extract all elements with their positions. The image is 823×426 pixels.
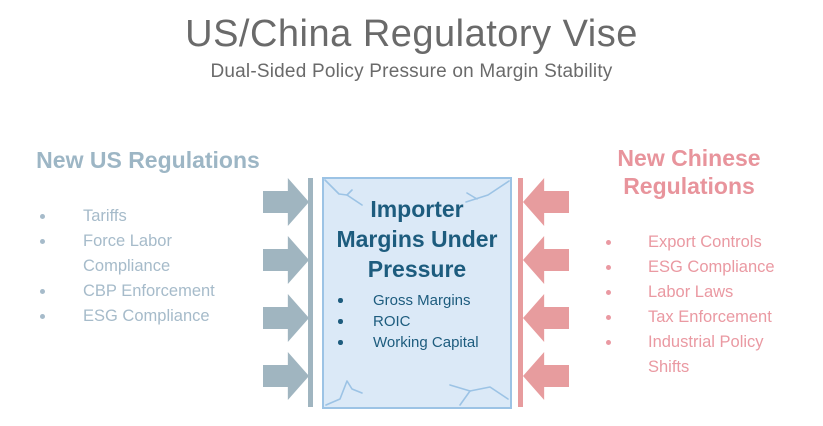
- chinese-regulations-list: Export Controls ESG Compliance Labor Law…: [583, 230, 795, 380]
- list-item: Gross Margins: [324, 290, 510, 311]
- bullet-icon: [606, 315, 611, 321]
- list-item-label: ESG Compliance: [648, 258, 775, 277]
- list-item-label: Working Capital: [373, 334, 479, 351]
- bullet-icon: [40, 239, 45, 245]
- bullet-icon: [338, 319, 343, 324]
- crack-bottom-right-icon: [449, 384, 509, 406]
- us-regulations-heading: New US Regulations: [36, 147, 260, 173]
- bullet-icon: [338, 340, 343, 345]
- list-item-label: Tariffs: [83, 207, 127, 226]
- list-item-label: Force Labor Compliance: [83, 232, 172, 276]
- us-vise-bar: [308, 178, 313, 407]
- list-item: Industrial Policy Shifts: [583, 330, 793, 380]
- list-item: Working Capital: [324, 332, 510, 353]
- cn-pressure-arrow-2: [523, 236, 569, 284]
- cn-pressure-arrow-3: [523, 294, 569, 342]
- box-impact-list: Gross Margins ROIC Working Capital: [324, 290, 510, 353]
- list-item: Labor Laws: [583, 280, 793, 305]
- list-item-label: ROIC: [373, 313, 411, 330]
- list-item-label: Gross Margins: [373, 292, 471, 309]
- cn-vise-bar: [518, 178, 523, 407]
- list-item: ROIC: [324, 311, 510, 332]
- list-item-label: Tax Enforcement: [648, 308, 772, 327]
- slide-header: US/China Regulatory Vise Dual-Sided Poli…: [0, 12, 823, 83]
- list-item-label: Export Controls: [648, 233, 762, 252]
- list-item-label: CBP Enforcement: [83, 282, 215, 301]
- cn-pressure-arrow-4: [523, 352, 569, 400]
- bullet-icon: [606, 290, 611, 296]
- list-item-label: Industrial Policy Shifts: [648, 333, 764, 377]
- list-item: ESG Compliance: [28, 304, 238, 329]
- list-item: Tariffs: [28, 204, 238, 229]
- crack-bottom-left-icon: [325, 380, 363, 406]
- us-pressure-arrow-1: [263, 178, 309, 226]
- bullet-icon: [40, 289, 45, 295]
- list-item: Tax Enforcement: [583, 305, 793, 330]
- us-regulations-list: Tariffs Force Labor Compliance CBP Enfor…: [28, 204, 268, 329]
- bullet-icon: [338, 298, 343, 303]
- box-title: Importer Margins Under Pressure: [336, 196, 498, 282]
- chinese-regulations-heading: New Chinese Regulations: [617, 145, 761, 200]
- list-item: Force Labor Compliance: [28, 229, 238, 279]
- list-item: CBP Enforcement: [28, 279, 238, 304]
- importer-margins-box: Importer Margins Under Pressure Gross Ma…: [322, 177, 512, 409]
- bullet-icon: [606, 240, 611, 246]
- list-item-label: Labor Laws: [648, 283, 734, 302]
- bullet-icon: [40, 214, 45, 220]
- us-pressure-arrow-4: [263, 352, 309, 400]
- page-subtitle: Dual-Sided Policy Pressure on Margin Sta…: [210, 60, 613, 82]
- list-item-label: ESG Compliance: [83, 307, 210, 326]
- bullet-icon: [606, 340, 611, 346]
- chinese-regulations-panel: New Chinese Regulations Export Controls …: [583, 144, 795, 380]
- list-item: ESG Compliance: [583, 255, 793, 280]
- cn-pressure-arrow-1: [523, 178, 569, 226]
- page-title: US/China Regulatory Vise: [185, 13, 638, 55]
- us-regulations-panel: New US Regulations Tariffs Force Labor C…: [28, 146, 268, 329]
- us-pressure-arrow-3: [263, 294, 309, 342]
- bullet-icon: [40, 314, 45, 320]
- us-pressure-arrow-2: [263, 236, 309, 284]
- bullet-icon: [606, 265, 611, 271]
- list-item: Export Controls: [583, 230, 793, 255]
